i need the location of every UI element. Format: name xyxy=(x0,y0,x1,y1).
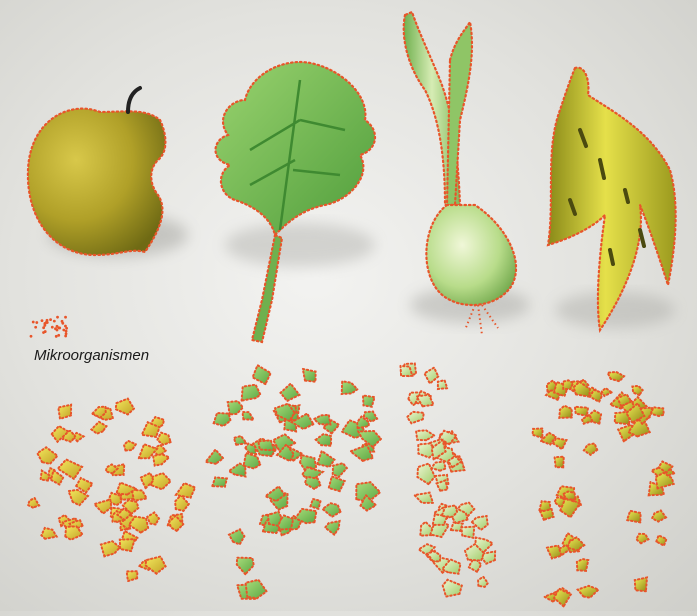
banana-peel-icon xyxy=(548,68,676,330)
microorganism-dots-icon xyxy=(30,316,68,338)
leaf-icon xyxy=(216,62,376,342)
apple-fragments-icon xyxy=(28,399,195,581)
onion-icon xyxy=(404,12,530,335)
apple-icon xyxy=(28,88,188,257)
onion-fragments-icon xyxy=(401,364,496,597)
legend-label: Mikroorganismen xyxy=(34,347,149,364)
leaf-fragments-icon xyxy=(206,365,381,599)
banana-fragments-icon xyxy=(533,372,675,607)
